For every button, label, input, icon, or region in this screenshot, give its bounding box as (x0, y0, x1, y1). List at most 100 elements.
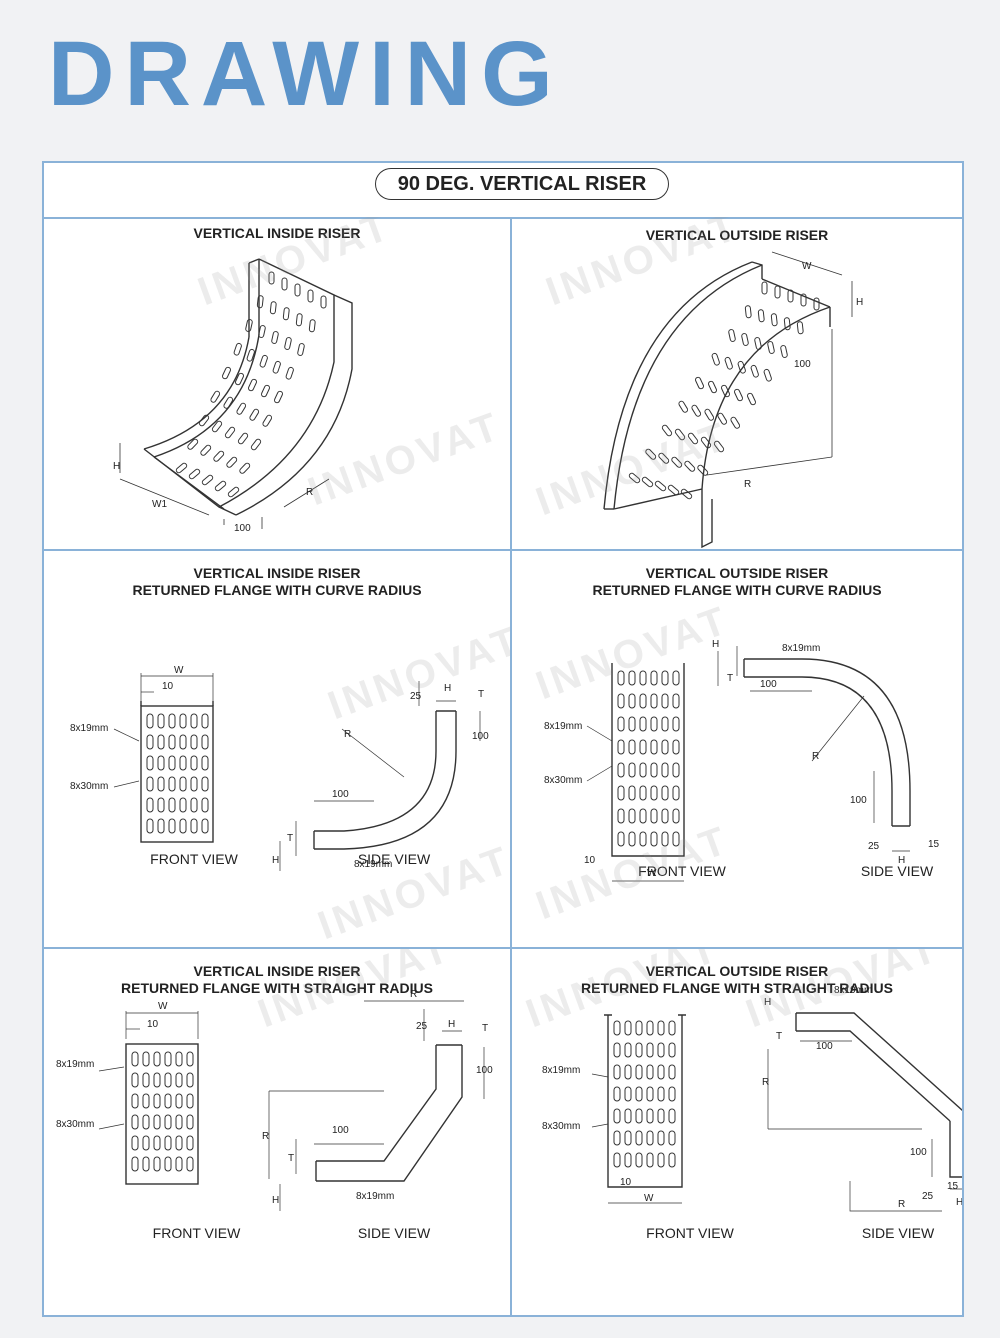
slot-pattern (628, 281, 820, 500)
slot (224, 426, 236, 439)
side-dim-100-bottom: 100 (850, 795, 867, 806)
slot (198, 414, 210, 427)
slot (672, 831, 680, 847)
slot (774, 285, 781, 299)
slot (657, 1042, 665, 1058)
slot (635, 1130, 643, 1146)
slot (617, 693, 625, 709)
slot (628, 831, 636, 847)
slot (186, 1072, 194, 1088)
side-dim-25: 25 (416, 1021, 428, 1032)
slot (613, 1152, 621, 1168)
slot (672, 808, 680, 824)
slot (175, 1114, 183, 1130)
front-view-label: FRONT VIEW (152, 1225, 241, 1241)
slot (271, 331, 279, 344)
slot (650, 808, 658, 824)
slot (146, 797, 154, 813)
panel-outside-riser: VERTICAL OUTSIDE RISER W H (512, 217, 962, 551)
slot (262, 414, 273, 427)
slot (628, 785, 636, 801)
dim-w: W (802, 261, 812, 272)
panel-title-line: VERTICAL OUTSIDE RISER (645, 963, 829, 979)
slot (704, 408, 715, 421)
front-dim-10: 10 (584, 855, 596, 866)
slot (164, 1093, 172, 1109)
slot (211, 420, 223, 433)
slot (131, 1114, 139, 1130)
slot (639, 670, 647, 686)
side-dim-h: H (448, 1019, 455, 1030)
slot (201, 818, 209, 834)
slot (146, 734, 154, 750)
panel-title-line: VERTICAL OUTSIDE RISER (645, 227, 829, 243)
slot (661, 716, 669, 732)
slot (190, 755, 198, 771)
slot (210, 390, 221, 403)
slot (613, 1086, 621, 1102)
slot (268, 271, 275, 285)
slot (661, 424, 673, 437)
slot (164, 1051, 172, 1067)
slot (297, 343, 305, 356)
slot (250, 438, 262, 451)
slot (687, 432, 699, 445)
slot (146, 818, 154, 834)
slot (227, 486, 240, 498)
front-dim-w: W (174, 665, 184, 676)
slot (308, 319, 316, 333)
slot (131, 1093, 139, 1109)
slot (639, 808, 647, 824)
slot (645, 448, 657, 460)
slot (763, 368, 772, 382)
slot (624, 1108, 632, 1124)
slot (657, 1086, 665, 1102)
slot (617, 716, 625, 732)
side-dim-h-top: H (764, 997, 771, 1008)
slot (672, 739, 680, 755)
slot (770, 313, 778, 327)
slot (157, 713, 165, 729)
slot (641, 476, 654, 488)
slot (635, 1086, 643, 1102)
slot (153, 1072, 161, 1088)
slot (157, 776, 165, 792)
slot (646, 1020, 654, 1036)
side-view-label: SIDE VIEW (357, 851, 431, 867)
slot (700, 436, 712, 449)
panel-title-line: VERTICAL INSIDE RISER (193, 963, 361, 979)
slot (284, 337, 292, 350)
slot (214, 480, 227, 492)
slot (175, 1051, 183, 1067)
front-view-label: FRONT VIEW (638, 863, 726, 879)
slot (635, 1152, 643, 1168)
slot (635, 1108, 643, 1124)
inside-riser-drawing: H W1 100 R (113, 258, 353, 534)
slot (256, 295, 264, 309)
slot (613, 1108, 621, 1124)
slot (624, 1020, 632, 1036)
title-bar: 90 DEG. VERTICAL RISER (44, 163, 962, 219)
slot (200, 444, 212, 456)
slot (646, 1108, 654, 1124)
slot (650, 785, 658, 801)
panel-inside-riser: VERTICAL INSIDE RISER (44, 217, 512, 551)
slot (201, 734, 209, 750)
slot (190, 713, 198, 729)
slot (175, 1135, 183, 1151)
slot (661, 693, 669, 709)
panel-title: VERTICAL OUTSIDE RISER RETURNED FLANGE W… (512, 963, 962, 997)
front-slot-large: 8x30mm (542, 1121, 580, 1132)
slot (617, 762, 625, 778)
side-dim-t-lower: T (288, 1153, 294, 1164)
panel-outside-curve-radius: VERTICAL OUTSIDE RISER RETURNED FLANGE W… (512, 551, 962, 949)
panel-title-line: RETURNED FLANGE WITH STRAIGHT RADIUS (121, 980, 433, 996)
slot (624, 1086, 632, 1102)
slot (157, 755, 165, 771)
slot (639, 716, 647, 732)
slot (657, 1130, 665, 1146)
slot (281, 277, 288, 291)
slot (146, 776, 154, 792)
slot (274, 390, 283, 404)
panel-title-line: VERTICAL OUTSIDE RISER (645, 565, 829, 581)
